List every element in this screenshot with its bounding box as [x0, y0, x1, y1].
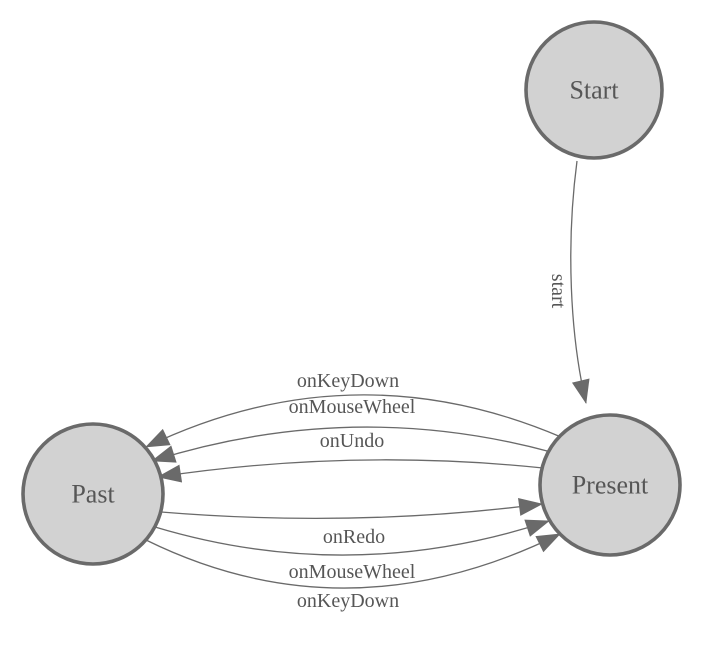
edge-present-to-past — [157, 459, 544, 483]
edge-label: onKeyDown — [297, 590, 399, 612]
state-circle-start — [524, 20, 664, 160]
state-label-start: Start — [569, 76, 619, 105]
edge-past-to-present — [154, 519, 550, 556]
state-circle-past — [21, 422, 165, 566]
edge-label: onMouseWheel — [289, 396, 416, 418]
edge-present-to-past — [151, 426, 552, 463]
edge-present-to-past — [145, 394, 562, 448]
edge-start-to-present — [570, 160, 590, 404]
edge-past-to-present — [160, 498, 543, 520]
state-circle-present — [538, 413, 682, 557]
edges-layer: start onKeyDown onMouseWheel onUndo onRedo on… — [145, 160, 590, 612]
edge-label: start — [547, 274, 569, 309]
edge-label: onKeyDown — [297, 370, 399, 392]
state-node-start: Start — [524, 20, 664, 160]
edge-label: onUndo — [320, 430, 384, 452]
edge-label: onRedo — [323, 526, 385, 548]
state-node-present: Present — [538, 413, 682, 557]
state-label-past: Past — [71, 480, 115, 509]
state-node-past: Past — [21, 422, 165, 566]
state-label-present: Present — [572, 471, 649, 500]
edge-past-to-present — [145, 533, 561, 589]
edge-label: onMouseWheel — [289, 561, 416, 583]
